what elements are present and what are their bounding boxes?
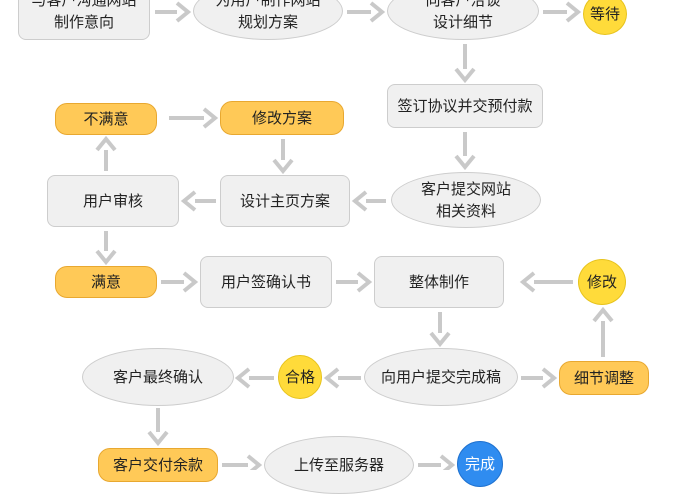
arrow-modify-to-production (519, 271, 573, 293)
node-upload-server: 上传至服务器 (264, 436, 414, 494)
node-pay-balance: 客户交付余款 (98, 448, 218, 482)
node-overall-production: 整体制作 (374, 256, 504, 308)
arrow-qualified-to-final (234, 367, 274, 389)
arrow-unsatisfied-to-revise (169, 107, 219, 129)
node-design-homepage: 设计主页方案 (220, 175, 350, 227)
node-communicate-intent: 与客户沟通网站 制作意向 (18, 0, 150, 40)
node-revise-plan: 修改方案 (220, 101, 344, 135)
arrow-review-to-unsatisfied (95, 135, 117, 171)
website-production-flowchart: 与客户沟通网站 制作意向 为用户制作网站 规划方案 向客户洽谈 设计细节 等待 … (18, 0, 649, 494)
arrow-submit-to-qualified (323, 367, 361, 389)
node-complete: 完成 (457, 441, 503, 487)
arrow-adjust-to-modify (592, 306, 614, 357)
arrow-confirmation-to-production (336, 271, 373, 293)
node-submit-materials: 客户提交网站 相关资料 (391, 172, 541, 228)
arrow-intent-to-plan (155, 1, 192, 23)
node-qualified: 合格 (278, 355, 322, 399)
arrow-materials-to-design (351, 190, 386, 212)
node-final-confirmation: 客户最终确认 (82, 348, 234, 406)
arrow-sign-to-materials (454, 132, 476, 171)
node-detail-adjust: 细节调整 (559, 361, 649, 395)
arrow-submit-to-adjust (521, 367, 558, 389)
arrow-review-to-satisfied (95, 231, 117, 266)
node-sign-confirmation: 用户签确认书 (200, 256, 332, 308)
arrow-negotiate-to-wait (543, 1, 582, 23)
node-unsatisfied: 不满意 (55, 103, 157, 135)
node-modify: 修改 (578, 259, 626, 305)
arrow-upload-to-complete (418, 454, 456, 470)
node-submit-completed: 向用户提交完成稿 (364, 348, 518, 406)
node-sign-agreement: 签订协议并交预付款 (387, 84, 543, 128)
node-satisfied: 满意 (55, 266, 157, 298)
flow-arrows (95, 1, 614, 470)
arrow-final-to-pay (147, 408, 169, 447)
arrow-design-to-review (180, 190, 216, 212)
arrow-plan-to-negotiate (347, 1, 386, 23)
node-user-review: 用户审核 (47, 175, 179, 227)
arrow-satisfied-to-confirmation (161, 271, 199, 293)
arrow-pay-to-upload (222, 454, 263, 470)
node-wait: 等待 (583, 0, 627, 35)
arrow-revise-to-design (272, 139, 294, 175)
arrow-negotiate-to-sign (454, 44, 476, 84)
arrow-production-to-submit (429, 312, 451, 348)
